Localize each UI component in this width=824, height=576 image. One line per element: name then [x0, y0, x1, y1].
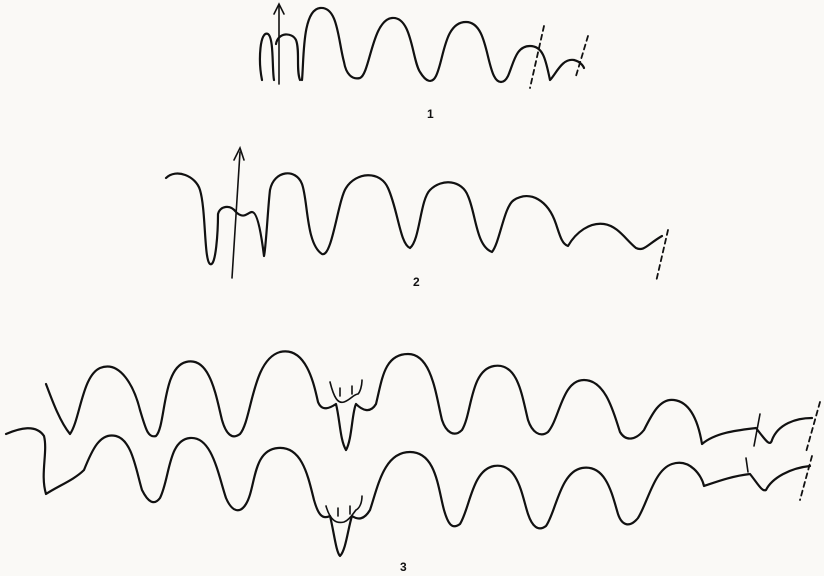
dashed-cut-3a: [805, 401, 821, 453]
dashed-cut-1a: [529, 25, 545, 89]
fork-detail-lower: [325, 495, 363, 524]
label-fig2: 2: [413, 275, 420, 289]
arrow-head-fig2: [233, 145, 245, 161]
label-fig3: 3: [400, 560, 407, 574]
arrow-head-fig1: [273, 2, 285, 15]
dashed-cut-2: [655, 229, 669, 283]
wave-line-fig2: [164, 172, 664, 266]
arrow-fig2: [231, 151, 241, 279]
cut-mark-fig3-b: [745, 457, 749, 473]
fork-detail-upper: [329, 379, 363, 404]
figure-1: 1: [258, 2, 589, 121]
figure-2: 2: [164, 145, 669, 289]
wave-line-fig3-lower: [4, 427, 812, 558]
figure-3: 3: [4, 350, 821, 574]
label-fig1: 1: [427, 107, 434, 121]
dashed-cut-1b: [575, 35, 589, 77]
dashed-cut-3b: [799, 455, 813, 501]
wave-line-fig1: [258, 6, 586, 84]
cut-mark-fig3-a: [753, 413, 761, 447]
wave-line-fig3-upper: [44, 350, 814, 452]
